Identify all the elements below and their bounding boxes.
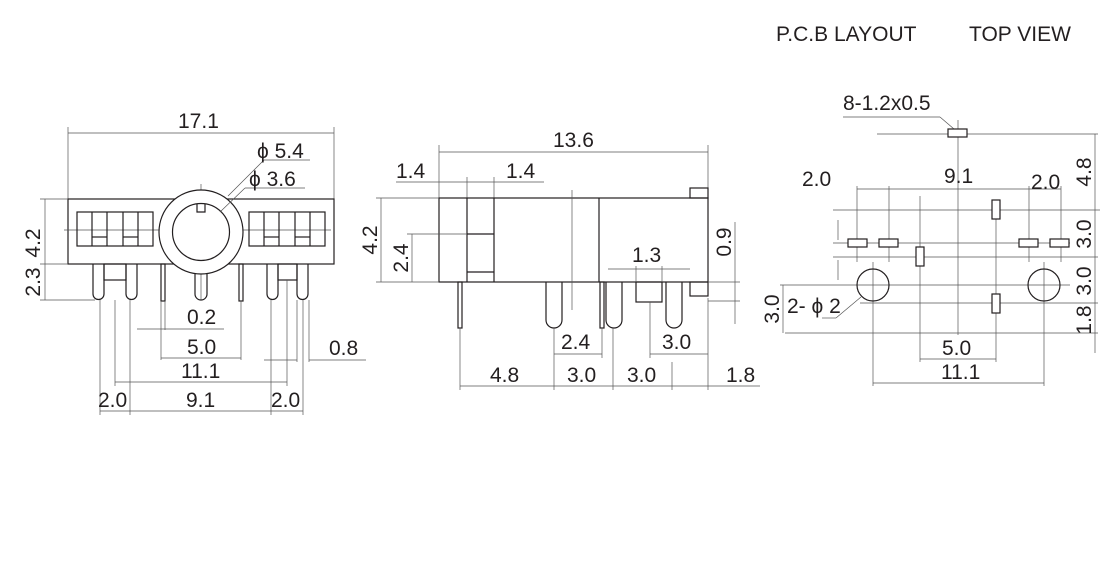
side-dim-b: 3.0 [567, 364, 596, 387]
pin-length-dim: 2.3 [22, 267, 45, 296]
tab-spacing-dim: 5.0 [187, 336, 216, 359]
pcb-v2-dim: 3.0 [1073, 219, 1096, 248]
side-dim-a: 4.8 [490, 364, 519, 387]
pcb-center-span-dim: 9.1 [944, 165, 973, 188]
pcb-v1-dim: 4.8 [1073, 157, 1096, 186]
pcb-tab-spacing-dim: 5.0 [942, 337, 971, 360]
hole-span-dim: 11.1 [941, 361, 980, 384]
side-dim-d: 1.8 [726, 364, 755, 387]
holes-label: 2- ϕ 2 [787, 295, 841, 318]
pcb-layout-label: P.C.B LAYOUT [776, 23, 917, 46]
side-dim-c: 3.0 [627, 364, 656, 387]
pcb-left-pitch-dim: 2.0 [802, 168, 831, 191]
side-view: 13.6 1.4 1.4 4.2 2.4 0.9 1.3 2.4 [359, 129, 760, 390]
outer-pin-span-dim: 11.1 [181, 360, 220, 383]
pcb-v4-dim: 1.8 [1073, 305, 1096, 334]
pcb-right-pitch-dim: 2.0 [1031, 171, 1060, 194]
rear-gap-dim: 3.0 [662, 331, 691, 354]
outer-diameter-label: ϕ 5.4 [257, 140, 304, 163]
pin-width-dim: 0.8 [329, 337, 358, 360]
side-height-dim: 4.2 [359, 225, 382, 254]
pcb-v3-dim: 3.0 [1073, 266, 1096, 295]
top-view-label: TOP VIEW [969, 23, 1071, 46]
front-height-dim: 4.2 [22, 228, 45, 257]
side-step-dim: 0.9 [713, 227, 736, 256]
front-center-span-dim: 9.1 [186, 389, 215, 412]
hole-offset-dim: 3.0 [761, 294, 784, 323]
side-seg2-dim: 1.4 [506, 160, 536, 183]
front-right-pitch-dim: 2.0 [271, 389, 300, 412]
pad-spec-label: 8-1.2x0.5 [843, 92, 931, 115]
pin-thickness-dim: 0.2 [187, 306, 216, 329]
front-left-pitch-dim: 2.0 [98, 389, 127, 412]
front-view: 17.1 ϕ 5.4 ϕ 3.6 4.2 2.3 [22, 110, 366, 415]
pcb-view: 8-1.2x0.5 2.0 9.1 2.0 4.8 [761, 92, 1100, 386]
front-width-dim: 17.1 [178, 110, 219, 133]
side-seg1-dim: 1.4 [396, 160, 426, 183]
tab-width-dim: 1.3 [632, 244, 661, 267]
pin-gap-dim: 2.4 [561, 331, 591, 354]
inner-diameter-label: ϕ 3.6 [249, 168, 296, 191]
side-length-dim: 13.6 [553, 129, 594, 152]
side-inner-height-dim: 2.4 [390, 243, 413, 273]
